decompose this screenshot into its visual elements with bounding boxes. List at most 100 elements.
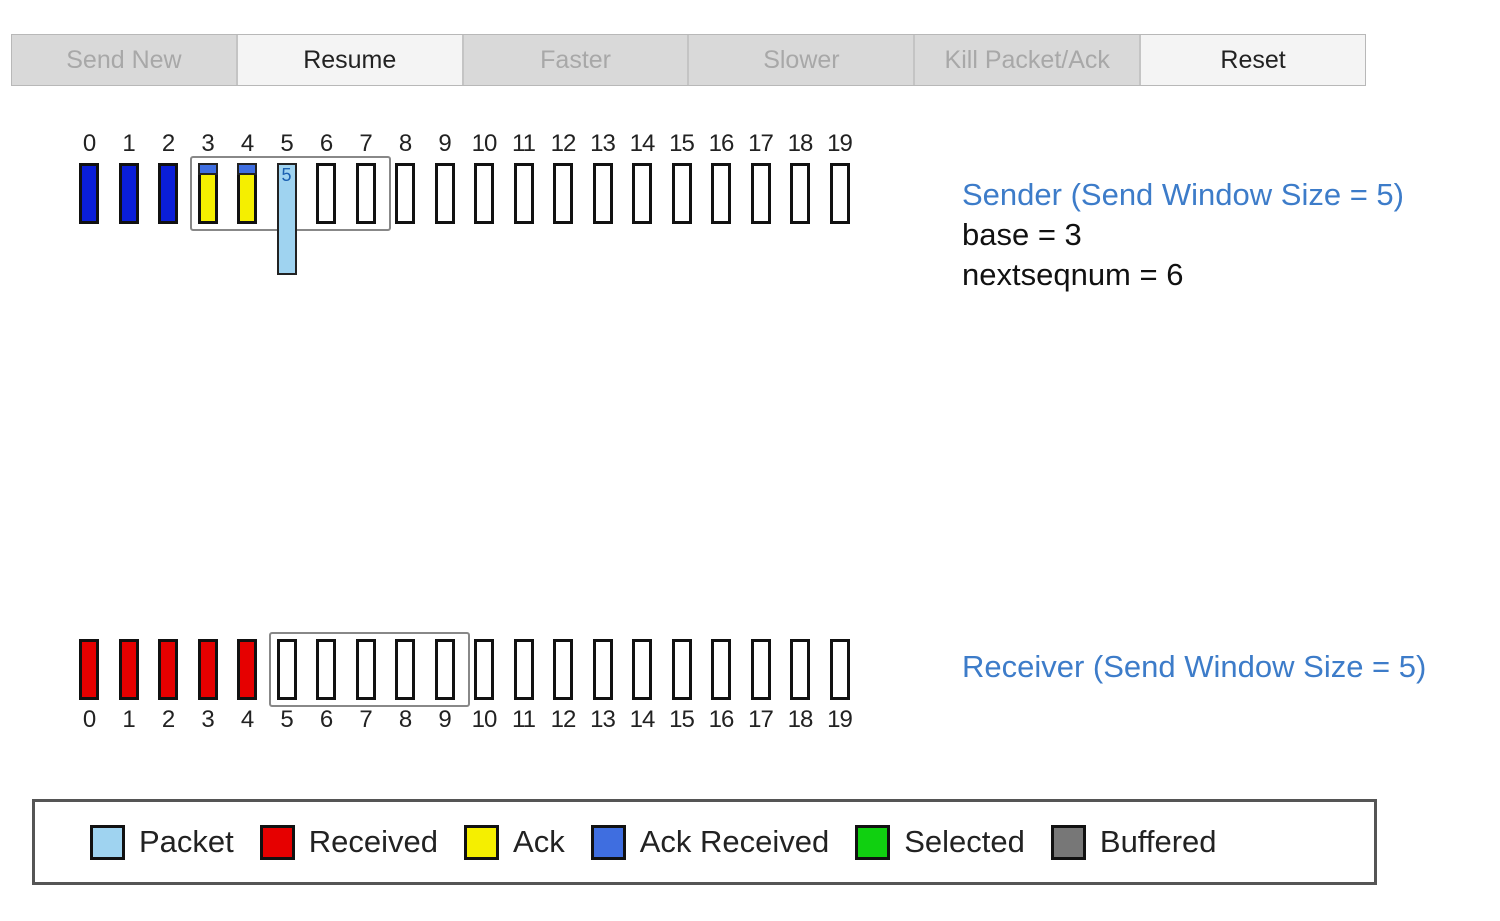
receiver-seq-number: 9	[438, 706, 451, 733]
sender-slot[interactable]	[592, 163, 613, 224]
ack-swatch	[464, 824, 500, 860]
legend-label: Ack Received	[639, 824, 830, 859]
legend-label: Received	[308, 824, 439, 859]
sender-slot[interactable]	[118, 163, 139, 224]
receiver-seq-number: 0	[82, 706, 96, 733]
receiver-seq-number: 6	[319, 706, 333, 733]
legend: Packet Received Ack Ack Received Selecte…	[32, 799, 1377, 885]
sender-seq-number: 18	[787, 130, 814, 157]
buffered-swatch	[1050, 824, 1086, 860]
receiver-slot[interactable]	[79, 639, 99, 700]
receiver-slot[interactable]	[750, 639, 771, 700]
receiver-slot[interactable]	[632, 639, 652, 700]
sender-seq-number: 12	[550, 130, 577, 157]
sender-seq-number: 8	[398, 130, 412, 157]
receiver-seq-number: 3	[201, 706, 214, 733]
sender-slot[interactable]	[711, 163, 731, 224]
receiver-seq-number: 15	[669, 706, 695, 733]
toolbar: Send New Resume Faster Slower Kill Packe…	[11, 34, 1366, 86]
send-new-button[interactable]: Send New	[12, 35, 238, 85]
sender-slot[interactable]	[474, 163, 494, 224]
sender-seq-number: 17	[748, 130, 774, 157]
ack-marker	[197, 163, 218, 175]
sender-seq-number: 9	[438, 130, 451, 157]
receiver-seq-number: 1	[122, 706, 135, 733]
sender-seq-number: 0	[82, 130, 96, 157]
receiver-slot[interactable]	[553, 639, 573, 700]
sender-seq-number: 2	[161, 130, 175, 157]
sender-seq-number: 1	[122, 130, 135, 157]
selected-swatch	[855, 824, 891, 860]
sender-slot[interactable]	[316, 163, 336, 224]
receiver-slot[interactable]	[434, 639, 455, 700]
receiver-window-frame	[268, 632, 470, 707]
receiver-slot[interactable]	[474, 639, 494, 700]
receiver-slot[interactable]	[790, 639, 810, 700]
sender-nextseqnum: nextseqnum = 6	[962, 257, 1184, 292]
sender-seq-number: 11	[512, 130, 536, 157]
receiver-slot[interactable]	[711, 639, 731, 700]
resume-button[interactable]: Resume	[237, 35, 464, 85]
sender-seq-number: 5	[280, 130, 293, 157]
slower-button[interactable]: Slower	[689, 35, 916, 85]
sender-seq-number: 10	[471, 130, 498, 157]
legend-label: Buffered	[1099, 824, 1217, 859]
sender-slot[interactable]	[829, 163, 850, 224]
receiver-slot[interactable]	[316, 639, 336, 700]
receiver-slot[interactable]	[671, 639, 692, 700]
legend-label: Packet	[139, 824, 234, 859]
receiver-seq-number: 14	[629, 706, 656, 733]
ack-received-swatch	[590, 824, 626, 860]
sender-slot[interactable]	[158, 163, 178, 224]
receiver-seq-number: 8	[398, 706, 412, 733]
sender-seq-number: 14	[629, 130, 656, 157]
reset-button[interactable]: Reset	[1141, 35, 1365, 85]
faster-button[interactable]: Faster	[463, 35, 690, 85]
received-swatch	[259, 824, 295, 860]
receiver-seq-number: 17	[748, 706, 774, 733]
receiver-seq-number: 2	[161, 706, 175, 733]
receiver-slot[interactable]	[829, 639, 850, 700]
receiver-slot[interactable]	[197, 639, 218, 700]
sender-slot[interactable]	[632, 163, 652, 224]
sender-info: Sender (Send Window Size = 5) base = 3 n…	[962, 175, 1404, 295]
receiver-seq-number: 16	[708, 706, 735, 733]
legend-label: Selected	[904, 824, 1025, 859]
sender-slot[interactable]	[434, 163, 455, 224]
receiver-slot[interactable]	[592, 639, 613, 700]
receiver-seq-number: 11	[512, 706, 536, 733]
receiver-seq-number: 18	[787, 706, 814, 733]
receiver-seq-number: 19	[827, 706, 853, 733]
receiver-slot[interactable]	[158, 639, 178, 700]
receiver-seq-number: 10	[471, 706, 498, 733]
sender-slot[interactable]	[553, 163, 573, 224]
sender-slot[interactable]	[750, 163, 771, 224]
legend-item-received: Received	[259, 824, 439, 860]
receiver-seq-number: 12	[550, 706, 577, 733]
kill-packet-ack-button[interactable]: Kill Packet/Ack	[915, 35, 1142, 85]
sender-slot[interactable]	[355, 163, 376, 224]
sender-slot[interactable]	[513, 163, 534, 224]
sender-slot[interactable]	[671, 163, 692, 224]
sender-seq-number: 4	[240, 130, 254, 157]
receiver-slot[interactable]	[237, 639, 257, 700]
sender-slot[interactable]	[395, 163, 415, 224]
receiver-slot[interactable]	[395, 639, 415, 700]
sender-base: base = 3	[962, 217, 1082, 252]
sender-slot[interactable]	[790, 163, 810, 224]
legend-item-packet: Packet	[90, 824, 234, 860]
sender-seq-number: 16	[708, 130, 735, 157]
legend-item-ack: Ack	[464, 824, 565, 860]
receiver-slot[interactable]	[276, 639, 297, 700]
receiver-slot[interactable]	[118, 639, 139, 700]
inflight-packet[interactable]: 5	[276, 163, 297, 275]
receiver-slot[interactable]	[513, 639, 534, 700]
sender-seq-number: 3	[201, 130, 214, 157]
sender-slot[interactable]	[79, 163, 99, 224]
sender-seq-number: 7	[359, 130, 372, 157]
ack-marker	[237, 163, 257, 175]
receiver-slot[interactable]	[355, 639, 376, 700]
receiver-seq-number: 4	[240, 706, 254, 733]
